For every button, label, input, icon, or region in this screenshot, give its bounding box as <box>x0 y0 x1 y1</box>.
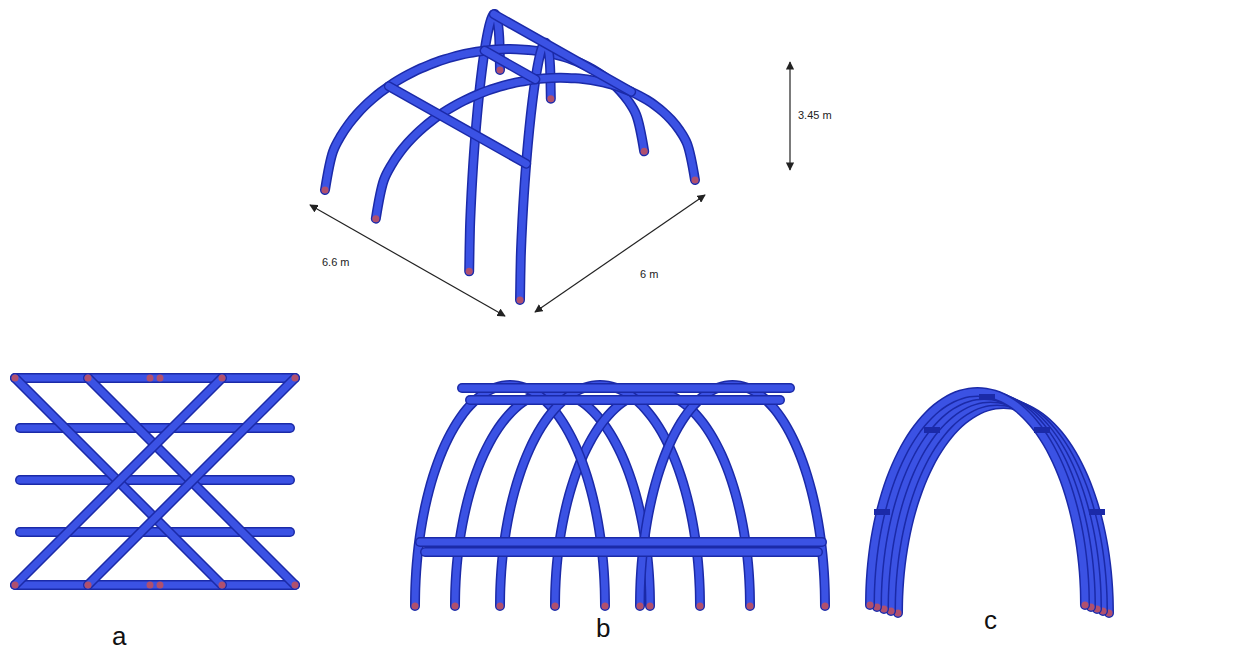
support-node <box>497 603 504 610</box>
purlin-section <box>1089 509 1105 515</box>
dimension-arrow <box>789 62 790 170</box>
support-node <box>452 603 459 610</box>
dimension-label: 6 m <box>640 268 658 280</box>
support-node <box>12 582 19 589</box>
purlin-member <box>462 385 790 392</box>
dimension-arrow <box>535 195 705 312</box>
purlin-member <box>15 375 295 382</box>
support-node <box>822 603 829 610</box>
purlin-member <box>494 14 631 91</box>
purlin-member <box>485 51 536 80</box>
support-node <box>647 603 654 610</box>
support-node <box>867 602 874 609</box>
support-node <box>637 603 644 610</box>
arch-member <box>88 378 295 585</box>
purlin-member <box>425 547 818 557</box>
arch-member <box>640 385 825 606</box>
purlin-member <box>20 475 290 485</box>
purlin-member <box>462 383 790 393</box>
support-node <box>372 215 379 222</box>
dimension-label: 3.45 m <box>798 109 832 121</box>
support-node <box>692 177 699 184</box>
purlin-member <box>15 582 295 589</box>
view-letter: c <box>984 606 997 635</box>
support-node <box>157 375 164 382</box>
purlin-member <box>494 14 631 91</box>
support-node <box>12 375 19 382</box>
purlin-section <box>874 509 890 515</box>
support-node <box>147 582 154 589</box>
purlin-member <box>15 373 295 383</box>
support-node <box>641 148 648 155</box>
support-node <box>85 375 92 382</box>
arch-member <box>640 385 825 606</box>
view-letter: b <box>596 614 610 643</box>
purlin-section <box>924 427 940 433</box>
purlin-member <box>420 539 822 546</box>
purlin-member <box>20 477 290 484</box>
purlin-member <box>470 395 780 405</box>
support-node <box>322 187 329 194</box>
view-letter: a <box>112 622 126 651</box>
purlin-member <box>425 549 818 556</box>
support-node <box>292 582 299 589</box>
purlin-member <box>15 580 295 590</box>
support-node <box>85 582 92 589</box>
purlin-member <box>470 397 780 404</box>
purlin-member <box>485 51 536 80</box>
arch-member <box>870 392 1085 605</box>
arch-member <box>88 378 295 585</box>
arch-member <box>877 395 1091 607</box>
support-node <box>497 67 504 74</box>
arch-member <box>877 395 1091 607</box>
arch-member <box>500 385 700 606</box>
support-node <box>219 375 226 382</box>
support-node <box>552 603 559 610</box>
support-node <box>747 603 754 610</box>
arch-member <box>500 385 700 606</box>
purlin-member <box>389 86 526 163</box>
purlin-member <box>420 537 822 547</box>
support-node <box>697 603 704 610</box>
support-node <box>1082 602 1089 609</box>
purlin-section <box>1034 427 1050 433</box>
support-node <box>157 582 164 589</box>
arch-member <box>376 78 695 219</box>
dimension-label: 6.6 m <box>322 256 350 268</box>
support-node <box>292 375 299 382</box>
support-node <box>547 95 554 102</box>
purlin-section <box>979 394 995 400</box>
arch-member <box>376 78 695 219</box>
support-node <box>517 297 524 304</box>
arch-member <box>870 392 1085 605</box>
support-node <box>602 603 609 610</box>
dimension-arrow <box>310 205 505 316</box>
purlin-member <box>389 86 526 163</box>
support-node <box>412 603 419 610</box>
support-node <box>219 582 226 589</box>
support-node <box>147 375 154 382</box>
support-node <box>466 268 473 275</box>
